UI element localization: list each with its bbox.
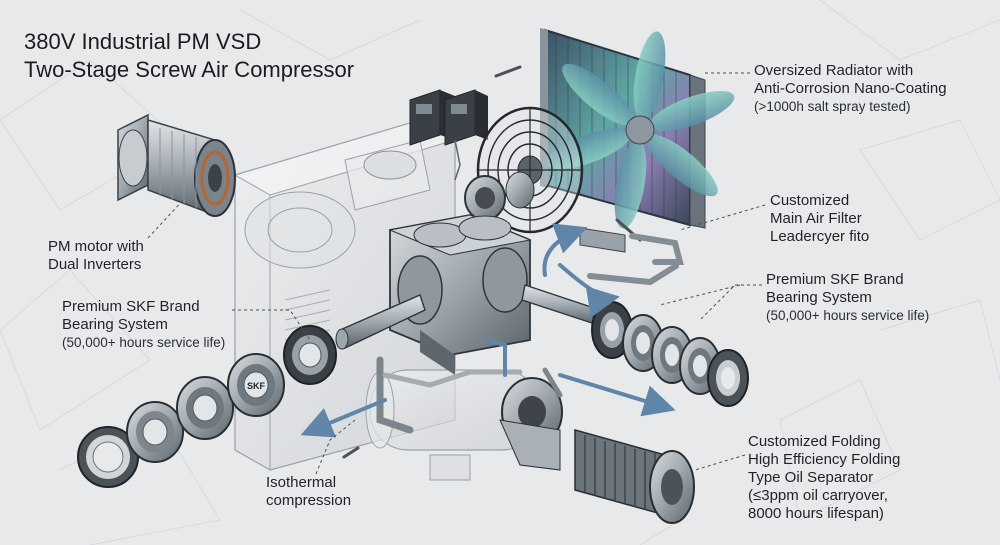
- diagram-title: 380V Industrial PM VSD Two-Stage Screw A…: [24, 28, 354, 84]
- left-drive-shaft: [335, 294, 426, 350]
- label-oil-separator-line-5: 8000 hours lifespan): [748, 505, 884, 522]
- leader-lines: [147, 72, 766, 475]
- label-radiator-line-3: (>1000h salt spray tested): [754, 99, 911, 114]
- label-oil-separator-line-4: (≤3ppm oil carryover,: [748, 487, 888, 504]
- label-pm-motor-line-2: Dual Inverters: [48, 256, 142, 273]
- label-pm-motor: PM motor with Dual Inverters: [48, 238, 144, 274]
- label-pm-motor-line-1: PM motor with: [48, 238, 144, 255]
- label-bearing-left: Premium SKF Brand Bearing System (50,000…: [62, 298, 225, 351]
- oil-separator-assembly: [499, 377, 695, 524]
- label-bearing-left-line-2: Bearing System: [62, 316, 168, 333]
- title-line-2: Two-Stage Screw Air Compressor: [24, 57, 355, 82]
- label-bearing-right-line-2: Bearing System: [766, 289, 872, 306]
- screw-airend: [388, 214, 532, 375]
- piping: [376, 356, 563, 434]
- label-bearing-left-line-1: Premium SKF Brand: [62, 298, 200, 315]
- label-isothermal-line-1: Isothermal: [266, 474, 337, 491]
- label-bearing-right-line-1: Premium SKF Brand: [766, 271, 904, 288]
- inverter-units: [409, 89, 488, 181]
- label-bearing-right: Premium SKF Brand Bearing System (50,000…: [766, 271, 929, 324]
- filter-bracket-and-pipes: [579, 227, 684, 286]
- label-air-filter: Customized Main Air Filter Leadercyer fi…: [770, 192, 869, 246]
- label-bearing-left-line-3: (50,000+ hours service life): [62, 335, 226, 350]
- right-bearing-rings: [591, 301, 749, 407]
- label-radiator: Oversized Radiator with Anti-Corrosion N…: [754, 62, 947, 115]
- label-air-filter-line-2: Main Air Filter: [770, 210, 862, 227]
- label-isothermal: Isothermal compression: [266, 474, 351, 510]
- label-oil-separator-line-3: Type Oil Separator: [748, 469, 874, 486]
- label-isothermal-line-2: compression: [266, 492, 352, 509]
- flow-arrows: [300, 223, 676, 438]
- skf-bearing-mark: SKF: [247, 381, 266, 391]
- pm-motor: [117, 113, 236, 217]
- label-oil-separator: Customized Folding High Efficiency Foldi…: [748, 433, 900, 523]
- label-air-filter-line-3: Leadercyer fito: [770, 228, 870, 245]
- label-bearing-right-line-3: (50,000+ hours service life): [766, 308, 930, 323]
- label-radiator-line-1: Oversized Radiator with: [754, 62, 914, 79]
- label-air-filter-line-1: Customized: [770, 192, 850, 209]
- label-oil-separator-line-1: Customized Folding: [748, 433, 881, 450]
- fan-hub-bearing: [464, 171, 535, 221]
- title-line-1: 380V Industrial PM VSD: [24, 29, 262, 54]
- label-oil-separator-line-2: High Efficiency Folding: [748, 451, 901, 468]
- left-bearing-rings: [77, 325, 337, 488]
- cooling-fan-blades: [545, 31, 735, 229]
- label-radiator-line-2: Anti-Corrosion Nano-Coating: [754, 80, 947, 97]
